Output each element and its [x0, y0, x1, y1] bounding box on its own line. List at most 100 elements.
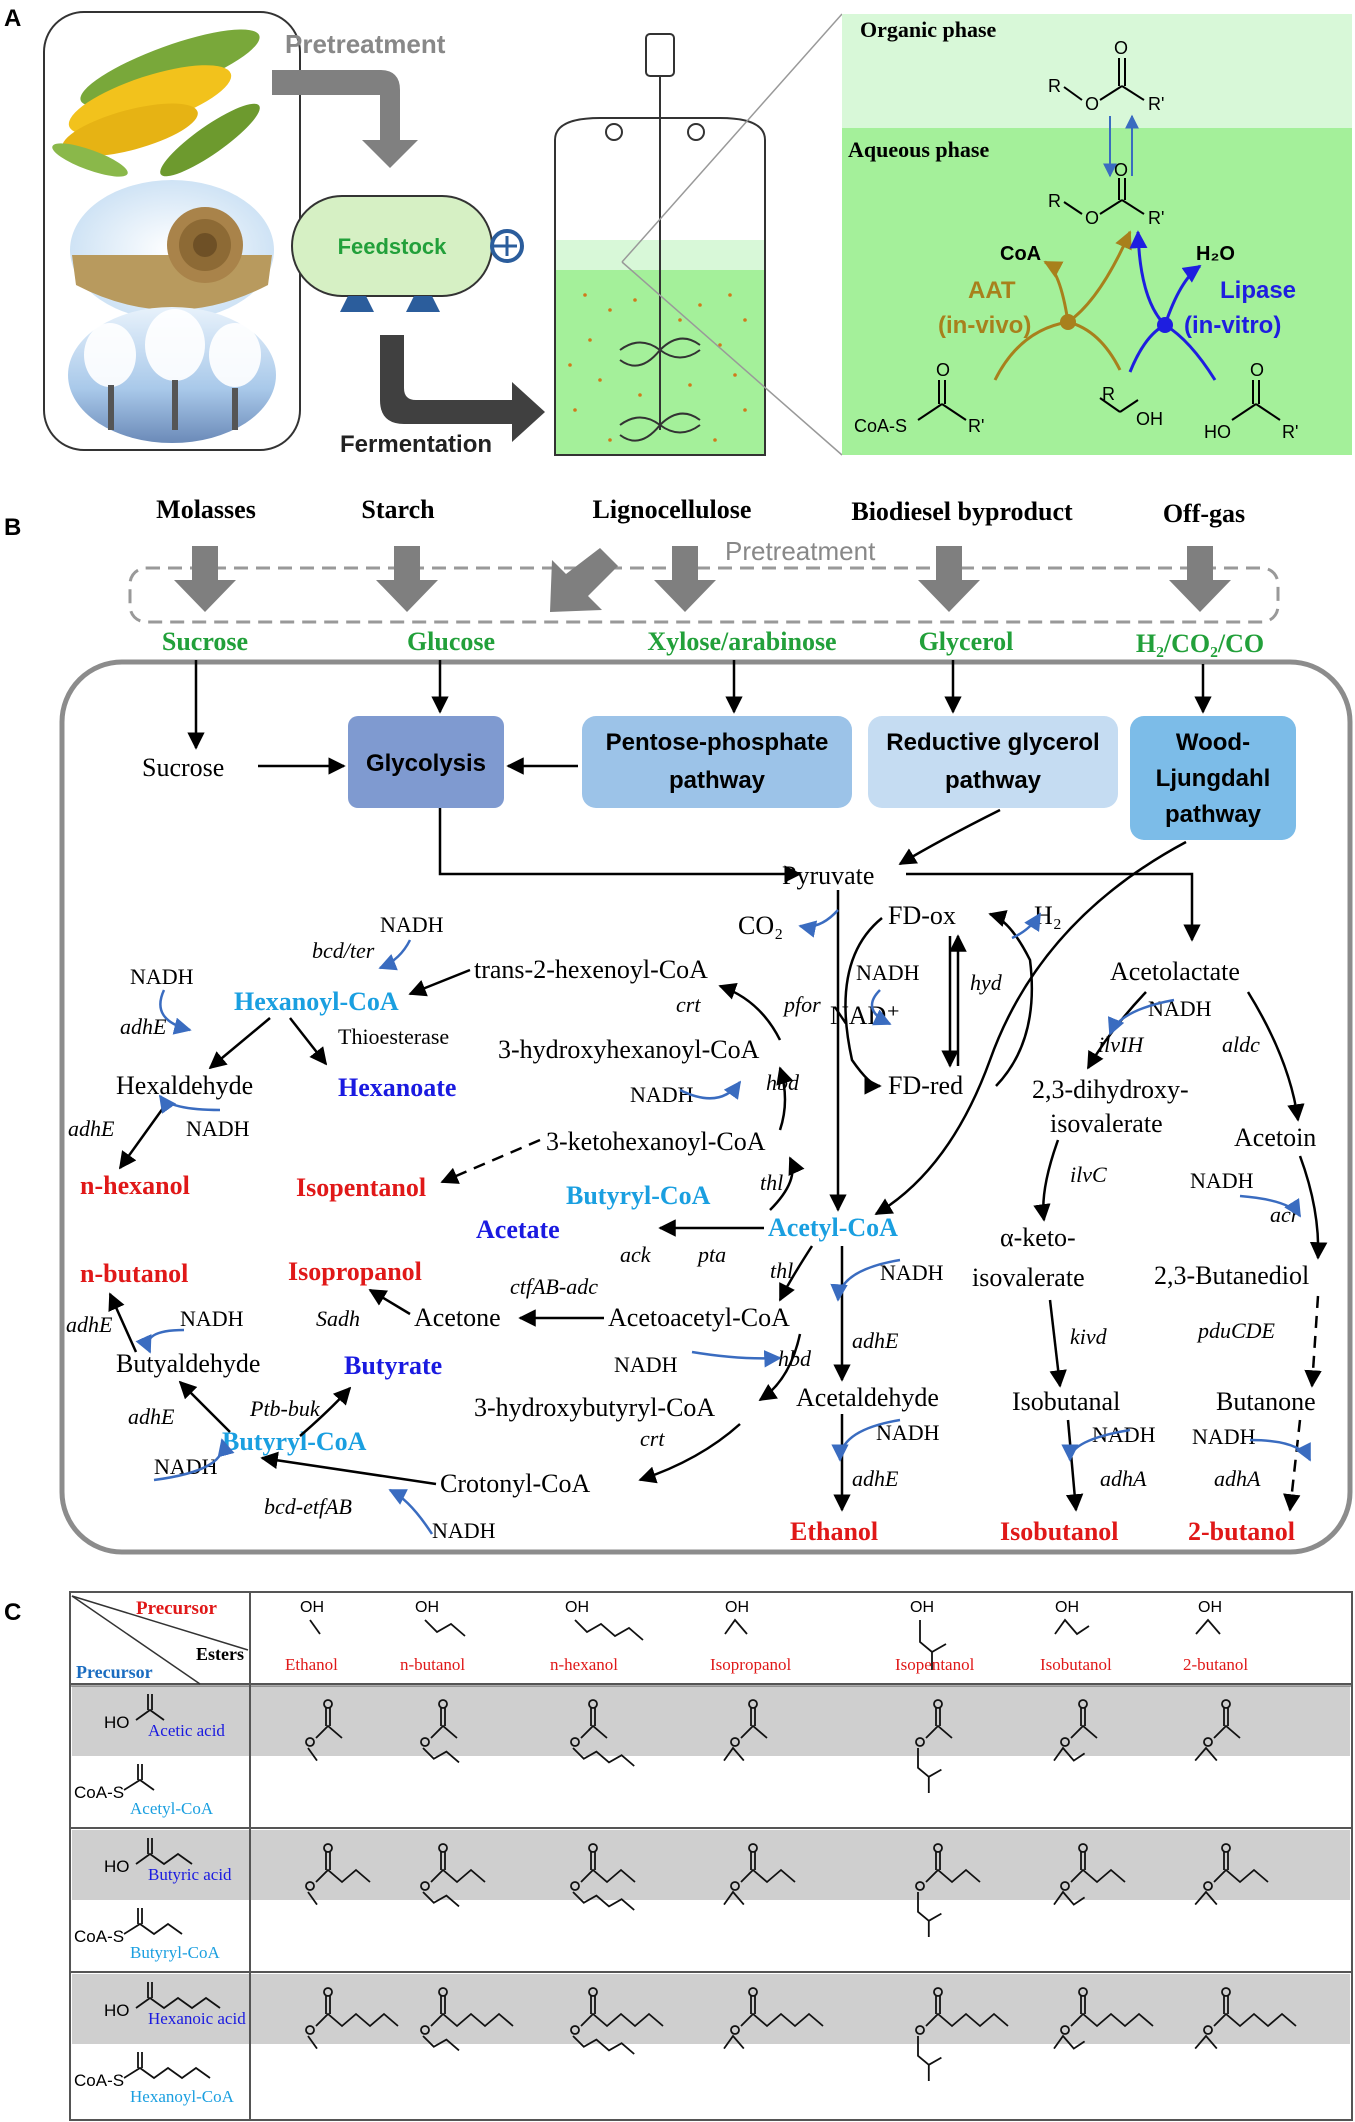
- crotonyl-coa: Crotonyl-CoA: [440, 1469, 590, 1498]
- organic-phase-region: [842, 14, 1352, 128]
- acetate: Acetate: [476, 1215, 560, 1244]
- nadh-acr: NADH: [1190, 1168, 1254, 1193]
- lipase-mode-label: (in-vitro): [1184, 312, 1281, 339]
- alcohol-oh-label: OH: [1198, 1599, 1222, 1616]
- header-precursor-red: Precursor: [136, 1598, 217, 1619]
- o-label-aqueous-carbonyl: O: [1114, 160, 1128, 180]
- alcohol-name: 2-butanol: [1183, 1655, 1248, 1674]
- nad-plus: NAD⁺: [830, 1001, 900, 1030]
- panel-a: A Pretreatment: [4, 5, 1352, 458]
- fermentation-label: Fermentation: [340, 431, 492, 458]
- nadh-ethanol: NADH: [876, 1420, 940, 1445]
- sugar-arrows: [187, 660, 1212, 883]
- butanediol: 2,3-Butanediol: [1154, 1261, 1309, 1290]
- wood-ljungdahl-label-3: pathway: [1165, 801, 1262, 828]
- coa-label: CoA: [1000, 243, 1041, 265]
- enzyme-ack: ack: [620, 1242, 652, 1267]
- alcohol-headers: OHEthanolOHn-butanolOHn-hexanolOHIsoprop…: [285, 1599, 1248, 1674]
- coa-structure: [123, 2066, 211, 2080]
- enzyme-adhA-2: adhA: [1214, 1466, 1261, 1491]
- acid-name: Hexanoic acid: [148, 2009, 246, 2028]
- 3-hydroxyhexanoyl-coa: 3-hydroxyhexanoyl-CoA: [498, 1035, 760, 1064]
- enzyme-thl-1: thl: [760, 1170, 783, 1195]
- co2: CO₂: [738, 911, 783, 940]
- alcohol-oh-label: OH: [415, 1599, 439, 1616]
- cell-boundary: [59, 659, 1353, 1555]
- h2o-label: H₂O: [1196, 243, 1235, 265]
- enzyme-thl-2: thl: [770, 1258, 793, 1283]
- ethanol: Ethanol: [790, 1517, 878, 1546]
- acid-structure: [135, 1852, 193, 1866]
- enzyme-labels: bcd/ter adhE crt hbd adhE thl ack pta th…: [66, 938, 1300, 1519]
- acid-name: Butyric acid: [148, 1865, 232, 1884]
- reductive-glycerol-label-1: Reductive glycerol: [886, 729, 1099, 756]
- sugar-xylose-arabinose: Xylose/arabinose: [647, 627, 836, 656]
- alcohol-oh-label: OH: [565, 1599, 589, 1616]
- trans-2-hexenoyl-coa: trans-2-hexenoyl-CoA: [474, 955, 708, 984]
- acetoacetyl-coa: Acetoacetyl-CoA: [608, 1303, 790, 1332]
- header-esters: Esters: [196, 1644, 244, 1664]
- coa-structure: [123, 1778, 155, 1791]
- alcohol-name: n-hexanol: [550, 1655, 618, 1674]
- alcohol-structure: [724, 1618, 748, 1635]
- r-prime-label-aqueous: R': [1148, 208, 1164, 228]
- zoom-line-bottom: [621, 261, 843, 456]
- panel-b-label: B: [4, 514, 21, 541]
- r-prime-label-acid: R': [1282, 422, 1298, 442]
- enzyme-crt-1: crt: [676, 992, 701, 1017]
- zoom-line-top: [621, 13, 843, 263]
- nadh-ilvIH: NADH: [1148, 996, 1212, 1021]
- oh-label-alcohol: OH: [1136, 409, 1163, 429]
- sugar-offgas: H₂/CO₂/CO: [1136, 629, 1264, 658]
- pretreatment-box: [128, 566, 1280, 624]
- thioesterase: Thioesterase: [338, 1024, 449, 1049]
- ester-structure: [723, 1987, 824, 2050]
- panel-c: C Precursor Esters Precursor OHEthanolOH…: [4, 1591, 1353, 2121]
- ester-structure: [915, 1699, 953, 1793]
- acyl-coa-structure: [917, 380, 967, 421]
- ho-label-acid: HO: [1204, 422, 1231, 442]
- acid-name: Acetic acid: [148, 1721, 225, 1740]
- acid-structure: [1231, 380, 1281, 421]
- dihydroxyisovalerate-1: 2,3-dihydroxy-: [1032, 1075, 1189, 1104]
- ester-structure: [1194, 1699, 1241, 1762]
- enzyme-adhE-5: adhE: [852, 1328, 899, 1353]
- organic-phase-label: Organic phase: [860, 17, 997, 42]
- acetolactate: Acetolactate: [1110, 957, 1240, 986]
- ester-structure: [420, 1699, 460, 1764]
- ester-structure: [420, 1987, 514, 2052]
- alcohol-name: Isobutanol: [1040, 1655, 1112, 1674]
- fermentation-arrow: [380, 335, 545, 442]
- 3-hydroxybutyryl-coa: 3-hydroxybutyryl-CoA: [474, 1393, 715, 1422]
- enzyme-adhE-2: adhE: [68, 1116, 115, 1141]
- butyryl-coa-lower: Butyryl-CoA: [222, 1427, 367, 1456]
- source-molasses: Molasses: [156, 495, 256, 524]
- alcohol-name: Isopropanol: [710, 1655, 791, 1674]
- alcohol-structure: [574, 1619, 644, 1641]
- o-label-acid: O: [1250, 360, 1264, 380]
- nadh-hexaldehyde: NADH: [186, 1116, 250, 1141]
- metabolite-labels: Pyruvate CO₂ FD-ox H₂ NAD⁺ FD-red trans-…: [80, 861, 1316, 1546]
- o-label-organic-carbonyl: O: [1114, 38, 1128, 58]
- r-prime-label-acylcoa: R': [968, 416, 984, 436]
- nadh-pfor: NADH: [856, 960, 920, 985]
- hexanoyl-coa: Hexanoyl-CoA: [234, 987, 399, 1016]
- acid-row-shade-1: [72, 1686, 1350, 1756]
- ester-structure: [570, 1699, 635, 1767]
- nadh-adhA-butanone: NADH: [1192, 1424, 1256, 1449]
- ester-structure: [1194, 1843, 1269, 1906]
- r-label-organic: R: [1048, 76, 1061, 96]
- acid-row-shade-2: [72, 1830, 1350, 1900]
- dihydroxyisovalerate-2: isovalerate: [1050, 1109, 1163, 1138]
- feedstock-tank: [291, 195, 524, 312]
- enzyme-ilvIH: ilvIH: [1098, 1032, 1144, 1057]
- sugar-glycerol: Glycerol: [919, 627, 1014, 656]
- 2-butanol: 2-butanol: [1188, 1517, 1295, 1546]
- lipase-label: Lipase: [1220, 277, 1296, 304]
- aqueous-phase-label: Aqueous phase: [848, 137, 989, 162]
- nadh-acetaldehyde: NADH: [880, 1260, 944, 1285]
- enzyme-adhE-1: adhE: [120, 1014, 167, 1039]
- r-prime-label-organic: R': [1148, 94, 1164, 114]
- keto-isovalerate-1: α-keto-: [1000, 1223, 1076, 1252]
